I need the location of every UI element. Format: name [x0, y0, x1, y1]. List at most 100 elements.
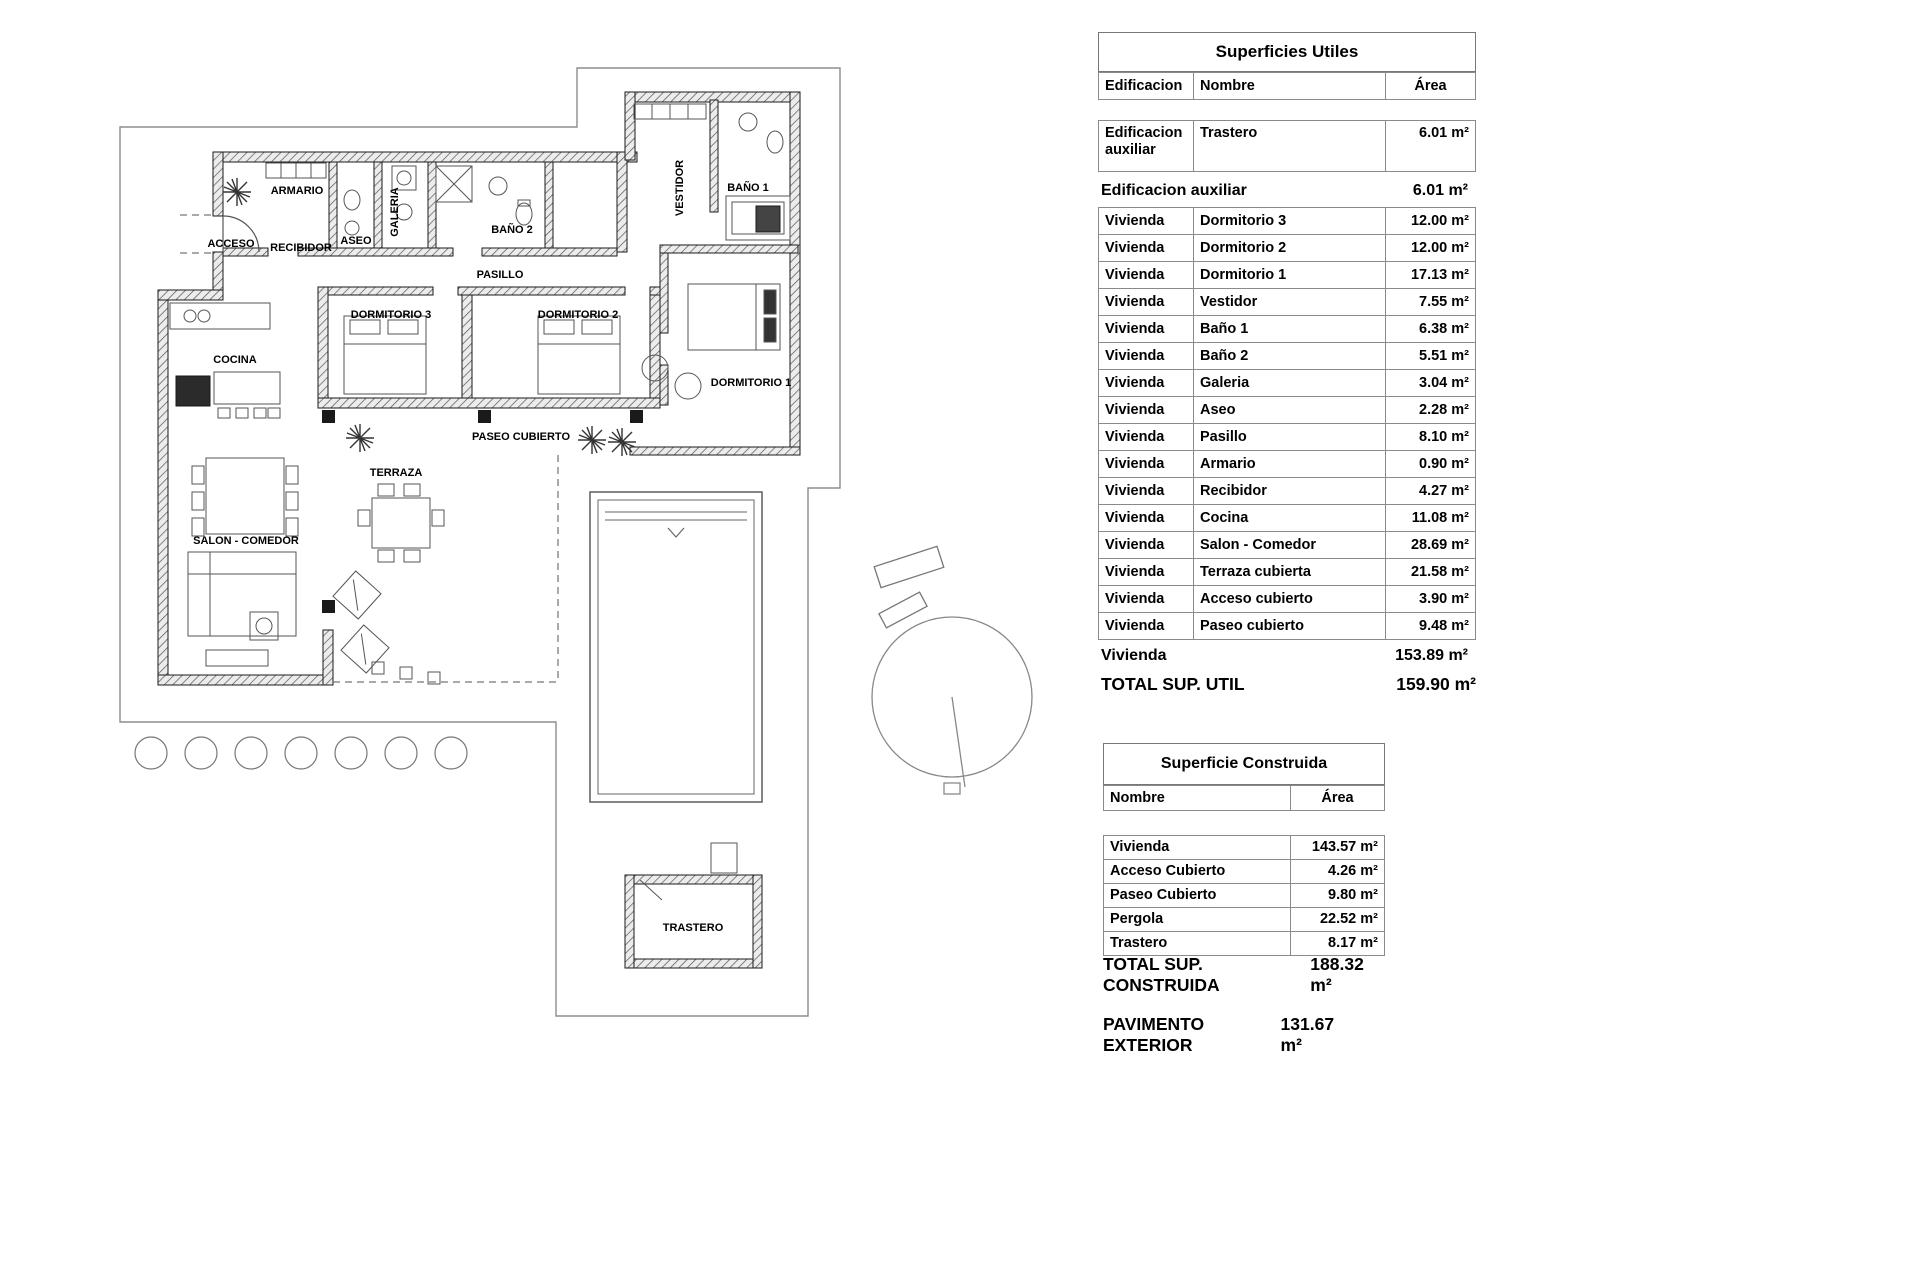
row-area: 17.13 m² — [1386, 262, 1475, 288]
aux-subtotal-label: Edificacion auxiliar — [1101, 182, 1247, 199]
room-label-acceso: ACCESO — [207, 238, 255, 250]
room-label-trastero: TRASTERO — [663, 922, 724, 934]
row-edificacion: Vivienda — [1099, 424, 1193, 450]
row-nombre: Acceso cubierto — [1194, 586, 1385, 612]
row-nombre: Dormitorio 3 — [1194, 208, 1385, 234]
room-label-dormitorio2: DORMITORIO 2 — [538, 309, 618, 321]
row-nombre: Pergola — [1104, 908, 1290, 931]
planting-circles — [134, 736, 468, 770]
row-nombre: Vestidor — [1194, 289, 1385, 315]
room-label-pasillo: PASILLO — [477, 269, 524, 281]
row-nombre: Dormitorio 2 — [1194, 235, 1385, 261]
utiles-aux-row: Edificacion auxiliar Trastero 6.01 m² — [1098, 120, 1476, 172]
row-area: 0.90 m² — [1386, 451, 1475, 477]
row-nombre: Aseo — [1194, 397, 1385, 423]
row-nombre: Vivienda — [1104, 836, 1290, 859]
row-area: 21.58 m² — [1386, 559, 1475, 585]
pergola — [871, 545, 1033, 795]
room-label-bano1: BAÑO 1 — [727, 181, 769, 194]
row-nombre: Galeria — [1194, 370, 1385, 396]
vivienda-subtotal-area: 153.89 m² — [1395, 647, 1468, 664]
row-area: 5.51 m² — [1386, 343, 1475, 369]
row-edificacion: Vivienda — [1099, 613, 1193, 639]
construida-col-area: Área — [1291, 786, 1384, 810]
room-label-recibidor: RECIBIDOR — [270, 242, 332, 254]
row-edificacion: Vivienda — [1099, 532, 1193, 558]
row-nombre: Paseo Cubierto — [1104, 884, 1290, 907]
terrace-steps — [371, 661, 441, 685]
utiles-col-area: Área — [1386, 73, 1475, 99]
row-area: 12.00 m² — [1386, 235, 1475, 261]
utiles-header-row: Edificacion Nombre Área — [1098, 72, 1476, 100]
walls — [157, 91, 801, 969]
room-label-dormitorio3: DORMITORIO 3 — [351, 309, 431, 321]
superficie-construida-table: Superficie Construida Nombre Área Vivien… — [1103, 743, 1385, 995]
vivienda-subtotal-label: Vivienda — [1101, 647, 1167, 664]
room-label-paseo-cubierto: PASEO CUBIERTO — [472, 431, 570, 443]
row-edificacion: Vivienda — [1099, 316, 1193, 342]
room-label-galeria: GALERIA — [389, 187, 401, 237]
floor-plan: ARMARIO ACCESO RECIBIDOR ASEO GALERIA BA… — [119, 67, 1033, 1017]
room-label-aseo: ASEO — [340, 235, 372, 247]
row-area: 9.80 m² — [1291, 884, 1384, 907]
room-label-dormitorio1: DORMITORIO 1 — [711, 377, 791, 389]
row-nombre: Cocina — [1194, 505, 1385, 531]
construida-col-nombre: Nombre — [1104, 786, 1290, 810]
row-nombre: Baño 2 — [1194, 343, 1385, 369]
row-edificacion: Vivienda — [1099, 397, 1193, 423]
row-area: 3.04 m² — [1386, 370, 1475, 396]
total-construida-row: TOTAL SUP. CONSTRUIDA 188.32 m² — [1103, 954, 1385, 995]
utiles-col-nombre: Nombre — [1194, 73, 1385, 99]
row-edificacion: Vivienda — [1099, 478, 1193, 504]
row-edificacion: Vivienda — [1099, 370, 1193, 396]
dashed-lines — [180, 214, 559, 683]
pavimento-label: PAVIMENTO EXTERIOR — [1103, 1014, 1205, 1055]
row-area: 28.69 m² — [1386, 532, 1475, 558]
row-edificacion: Vivienda — [1099, 208, 1193, 234]
aux-edificacion: Edificacion auxiliar — [1099, 121, 1193, 171]
row-area: 11.08 m² — [1386, 505, 1475, 531]
pavimento-exterior-row: PAVIMENTO EXTERIOR 131.67 m² — [1103, 1014, 1353, 1056]
plot-boundary — [119, 67, 841, 1017]
row-nombre: Acceso Cubierto — [1104, 860, 1290, 883]
row-area: 2.28 m² — [1386, 397, 1475, 423]
row-area: 12.00 m² — [1386, 208, 1475, 234]
room-label-cocina: COCINA — [213, 354, 256, 366]
row-edificacion: Vivienda — [1099, 262, 1193, 288]
room-label-vestidor: VESTIDOR — [674, 160, 686, 216]
construida-rows: Vivienda 143.57 m² Acceso Cubierto 4.26 … — [1103, 835, 1385, 956]
aux-nombre: Trastero — [1194, 121, 1385, 171]
total-sup-util-area: 159.90 m² — [1396, 673, 1476, 694]
row-nombre: Baño 1 — [1194, 316, 1385, 342]
row-nombre: Salon - Comedor — [1194, 532, 1385, 558]
row-area: 4.26 m² — [1291, 860, 1384, 883]
room-label-bano2: BAÑO 2 — [491, 223, 533, 236]
furniture — [169, 103, 791, 901]
row-area: 9.48 m² — [1386, 613, 1475, 639]
room-label-terraza: TERRAZA — [370, 467, 423, 479]
row-area: 22.52 m² — [1291, 908, 1384, 931]
row-area: 143.57 m² — [1291, 836, 1384, 859]
aux-subtotal-row: Edificacion auxiliar 6.01 m² — [1098, 178, 1476, 204]
row-area: 4.27 m² — [1386, 478, 1475, 504]
utiles-rows: Vivienda Dormitorio 3 12.00 m² Vivienda … — [1098, 207, 1476, 640]
total-construida-label: TOTAL SUP. CONSTRUIDA — [1103, 954, 1220, 995]
room-label-armario: ARMARIO — [271, 185, 324, 197]
pillars — [322, 410, 643, 613]
vivienda-subtotal-row: Vivienda 153.89 m² — [1098, 642, 1476, 670]
row-nombre: Paseo cubierto — [1194, 613, 1385, 639]
row-area: 6.38 m² — [1386, 316, 1475, 342]
row-edificacion: Vivienda — [1099, 505, 1193, 531]
row-edificacion: Vivienda — [1099, 343, 1193, 369]
row-area: 8.17 m² — [1291, 932, 1384, 955]
row-area: 3.90 m² — [1386, 586, 1475, 612]
room-label-salon-comedor: SALON - COMEDOR — [193, 535, 299, 547]
utiles-col-edificacion: Edificacion — [1099, 73, 1193, 99]
row-edificacion: Vivienda — [1099, 235, 1193, 261]
construida-header-row: Nombre Área — [1103, 785, 1385, 811]
room-labels: ARMARIO ACCESO RECIBIDOR ASEO GALERIA BA… — [193, 160, 791, 934]
row-edificacion: Vivienda — [1099, 289, 1193, 315]
total-sup-util-row: TOTAL SUP. UTIL 159.90 m² — [1098, 670, 1476, 698]
pool — [589, 491, 763, 803]
